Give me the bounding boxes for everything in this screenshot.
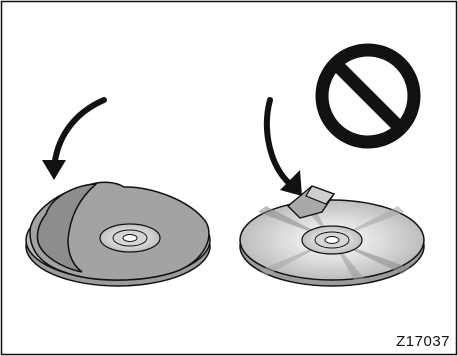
right-disc-hole	[325, 237, 339, 244]
right-disc-group	[240, 186, 424, 286]
figure-id-label: Z17037	[396, 333, 450, 350]
left-disc-group	[26, 182, 210, 286]
prohibition-icon	[322, 50, 414, 142]
curved-arrow-icon	[42, 100, 104, 180]
left-disc-hole	[123, 235, 137, 242]
curved-arrow-icon	[267, 100, 302, 196]
